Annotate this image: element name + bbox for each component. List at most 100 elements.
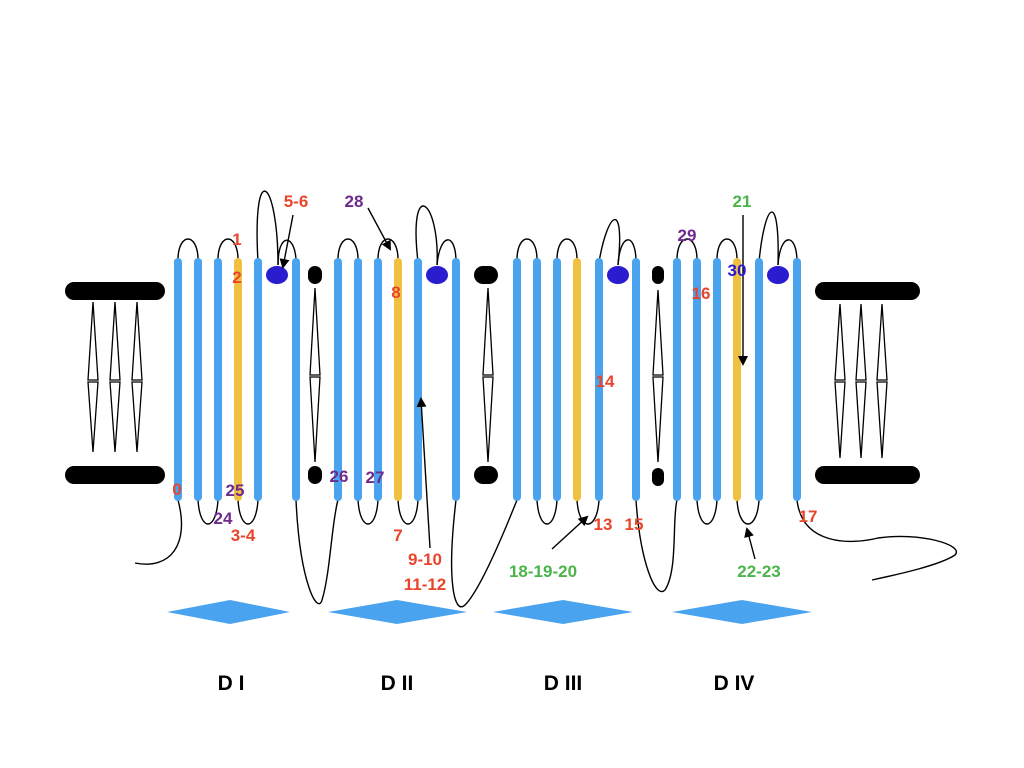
label-0: 0 <box>172 480 181 499</box>
membrane-bar-left-bottom <box>65 466 165 484</box>
loop <box>177 238 199 261</box>
loop <box>357 499 379 525</box>
loop <box>237 499 259 525</box>
label-25: 25 <box>226 481 245 500</box>
label-14: 14 <box>596 372 615 391</box>
membrane-bar-left-top <box>65 282 165 300</box>
pore-dot-d4 <box>767 266 789 284</box>
label-9-10: 9-10 <box>408 550 442 569</box>
transmembrane-helices <box>174 258 801 501</box>
p-loop <box>415 205 438 266</box>
label-15: 15 <box>625 515 644 534</box>
p-loop <box>277 239 297 266</box>
label-22-23: 22-23 <box>737 562 780 581</box>
n-terminus-loop <box>134 499 183 565</box>
label-2: 2 <box>232 268 241 287</box>
domain-label-d4: D IV <box>714 672 755 695</box>
membrane-bar-right-top <box>815 282 920 300</box>
linker-loop <box>295 499 339 605</box>
lipid-spike <box>855 303 867 381</box>
loop <box>337 238 359 261</box>
domain-marker-d4 <box>672 600 812 624</box>
lipid-spike <box>87 301 99 381</box>
label-16: 16 <box>692 284 711 303</box>
lipid-spike <box>482 287 494 376</box>
domain-markers <box>167 600 812 624</box>
label-17: 17 <box>799 507 818 526</box>
arrow-22-23 <box>744 527 756 560</box>
domain-marker-d1 <box>167 600 290 624</box>
lipid-spike <box>87 381 99 453</box>
lipid-spike <box>131 381 143 453</box>
loop <box>197 499 219 525</box>
loop <box>676 238 698 261</box>
loop <box>516 238 538 261</box>
linker-loop <box>635 499 678 593</box>
membrane-plug-3-bottom <box>652 468 664 486</box>
label-28: 28 <box>345 192 364 211</box>
p-loop <box>436 239 457 266</box>
p-loop <box>256 190 279 266</box>
domain-marker-d3 <box>493 600 633 624</box>
pore-dots <box>266 266 789 284</box>
lipid-spike <box>652 376 664 463</box>
pore-dot-d3 <box>607 266 629 284</box>
label-18-19-20: 18-19-20 <box>509 562 577 581</box>
loop <box>696 499 718 525</box>
lipid-spike <box>876 303 888 381</box>
lipid-spike <box>109 381 121 453</box>
label-27: 27 <box>366 468 385 487</box>
label-24: 24 <box>214 509 233 528</box>
loop <box>716 238 738 261</box>
domain-label-d1: D I <box>218 672 245 695</box>
label-13: 13 <box>594 515 613 534</box>
domain-marker-d2 <box>328 600 467 624</box>
lipid-spike <box>876 381 888 459</box>
arrow-28 <box>367 207 391 251</box>
membrane-plug-1-bottom <box>308 466 322 484</box>
lipid-spike <box>834 303 846 381</box>
lipid-spike <box>109 301 121 381</box>
p-loop <box>617 239 637 266</box>
label-5-6: 5-6 <box>284 192 309 211</box>
lipid-spike <box>131 301 143 381</box>
membrane-bar-right-bottom <box>815 466 920 484</box>
label-30: 30 <box>728 261 747 280</box>
loop <box>556 238 578 261</box>
membrane-plug-2-bottom <box>474 466 498 484</box>
membrane-plug-1-top <box>308 266 322 284</box>
p-loop <box>758 211 779 266</box>
linker-loop <box>450 499 518 608</box>
p-loop <box>598 218 621 266</box>
domain-label-d3: D III <box>544 672 583 695</box>
label-1: 1 <box>232 230 241 249</box>
pore-dot-d2 <box>426 266 448 284</box>
membrane-plug-2-top <box>474 266 498 284</box>
pore-dot-d1 <box>266 266 288 284</box>
domain-label-d2: D II <box>381 672 414 695</box>
membrane-plug-3-top <box>652 266 664 284</box>
arrow-9-10 <box>416 397 431 549</box>
lipid-spike <box>309 376 321 463</box>
label-3-4: 3-4 <box>231 526 256 545</box>
loop <box>536 499 558 525</box>
loop <box>377 238 399 261</box>
label-7: 7 <box>393 526 402 545</box>
label-11-12: 11-12 <box>404 575 447 594</box>
p-loop <box>777 239 798 266</box>
annotation-labels: 0 1 2 3-4 5-6 7 8 9-10 11-12 13 14 15 16… <box>172 192 817 594</box>
lipid-spike <box>652 289 664 376</box>
lipid-spike <box>834 381 846 459</box>
label-29: 29 <box>678 226 697 245</box>
loop <box>217 238 239 261</box>
arrow-18-19-20 <box>551 515 589 550</box>
annotation-arrows <box>279 207 756 560</box>
arrow-5-6 <box>279 214 294 269</box>
lipid-spikes <box>87 287 888 463</box>
lipid-spike <box>309 287 321 376</box>
loop <box>397 499 419 525</box>
connecting-loops <box>134 190 958 608</box>
lipid-spike <box>482 376 494 463</box>
loop <box>736 499 760 525</box>
